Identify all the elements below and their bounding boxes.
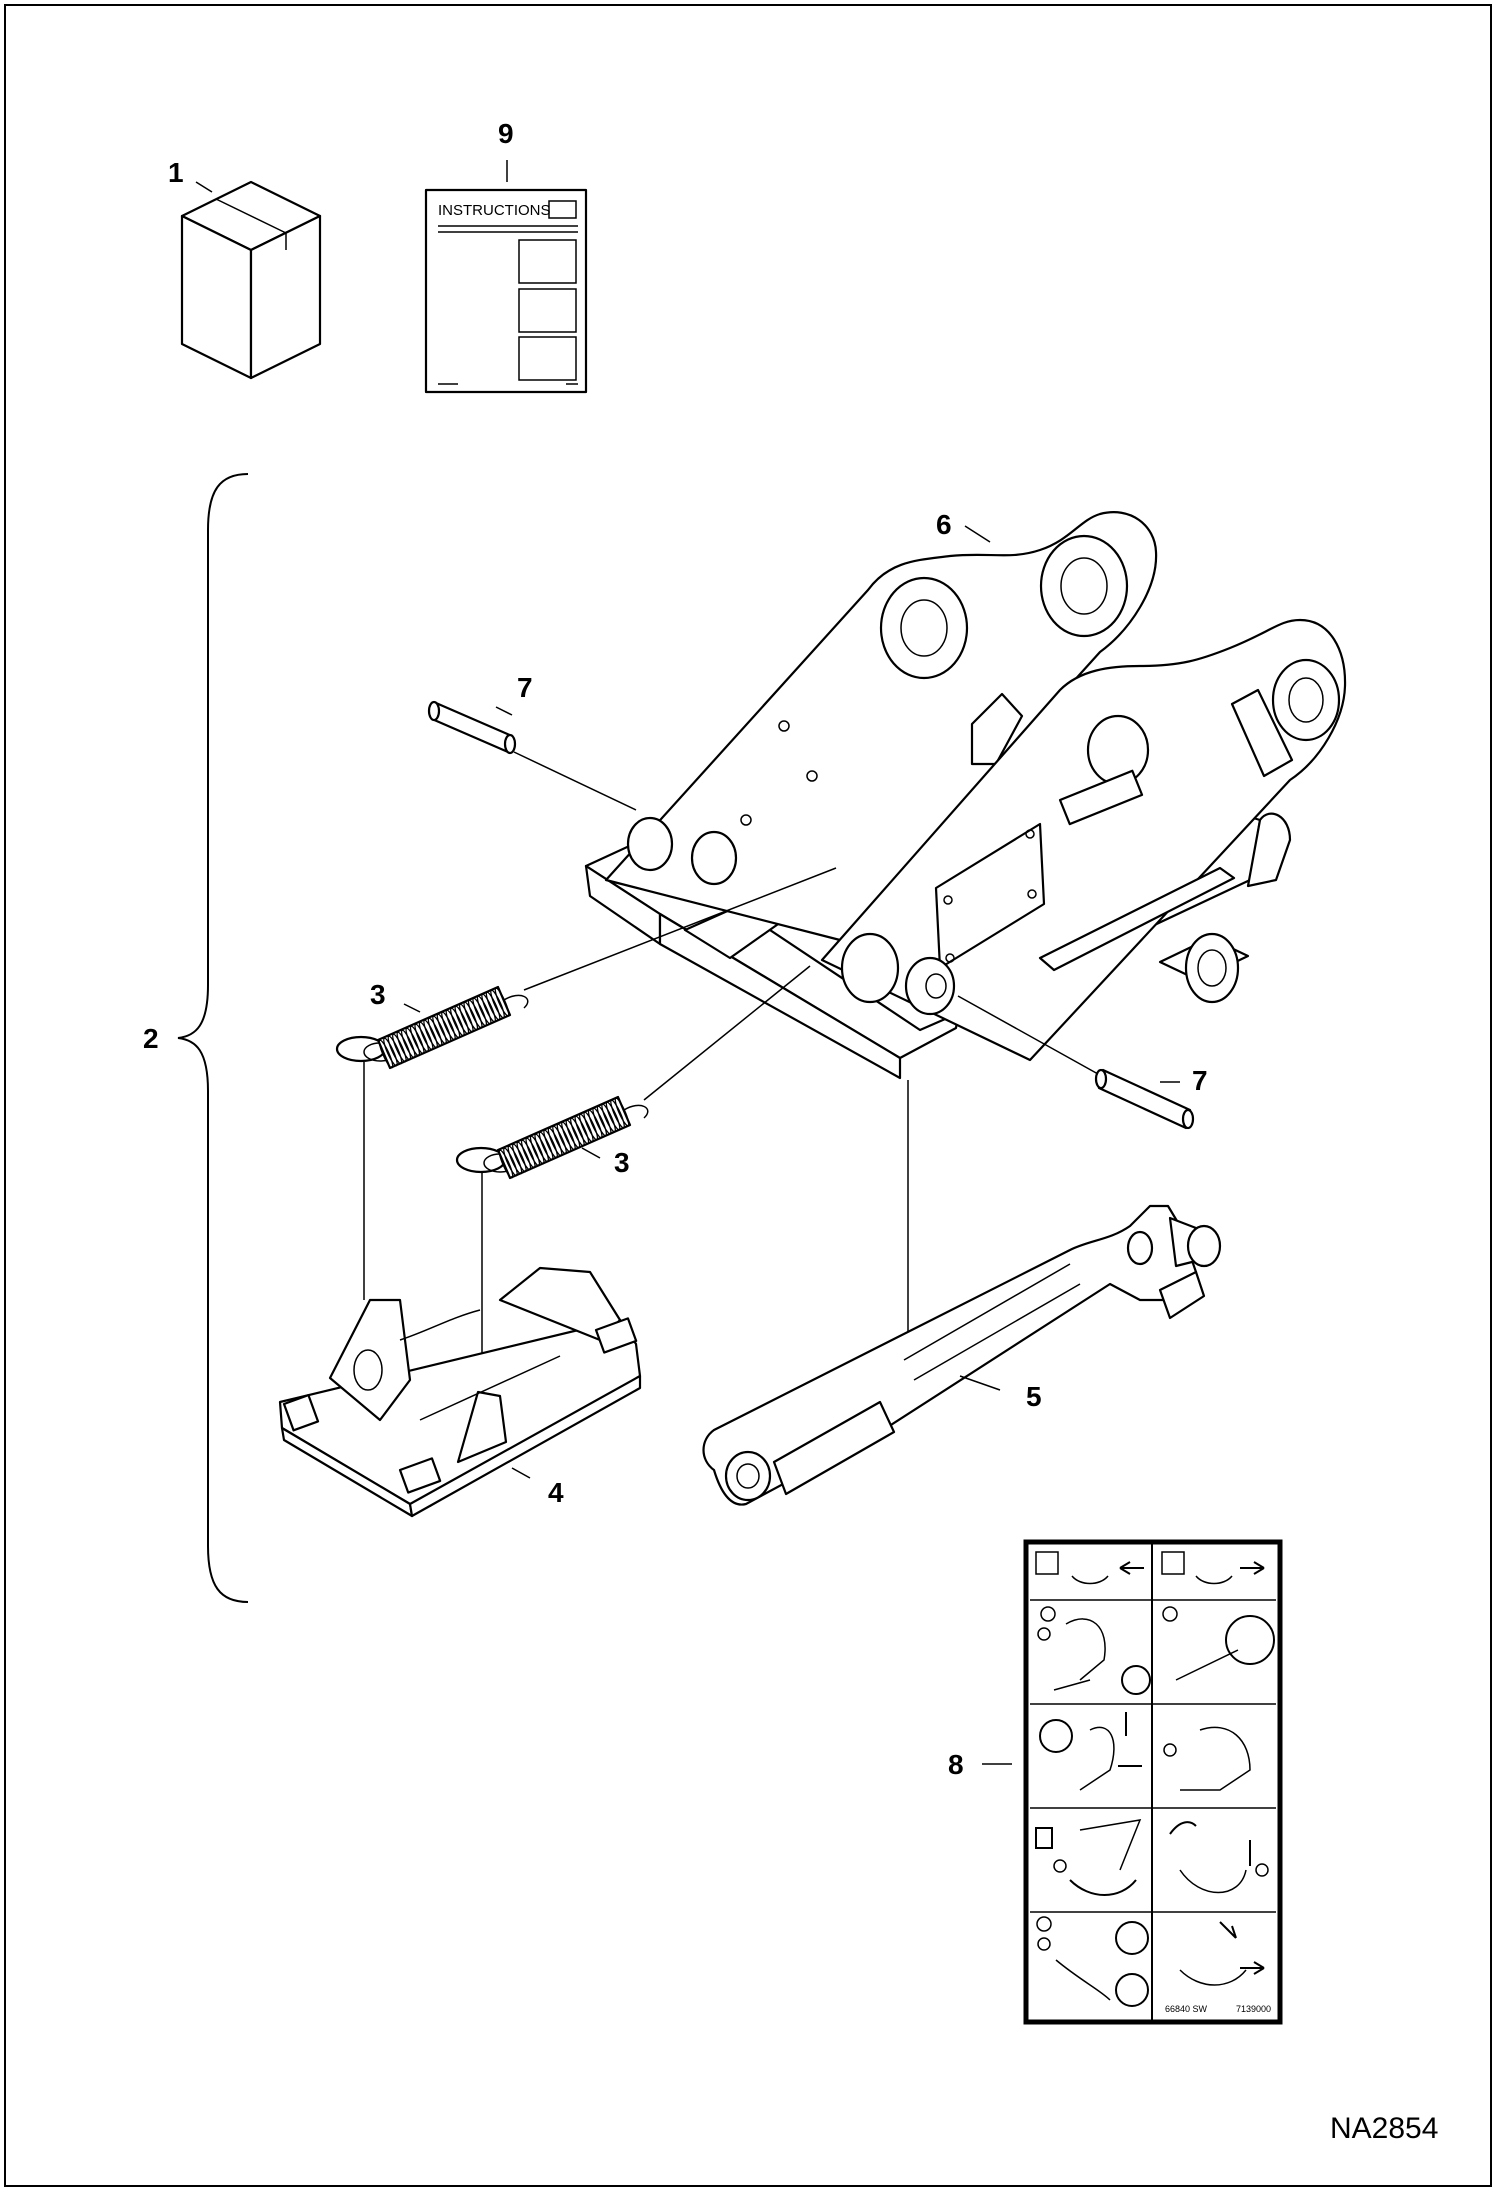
spring-coil — [547, 1127, 563, 1157]
spring-coil — [614, 1097, 630, 1127]
box-part — [180, 180, 322, 380]
spring-coil — [516, 1141, 532, 1171]
pin-lower — [1094, 1068, 1195, 1130]
spring-coil — [587, 1109, 603, 1139]
spring-coil — [494, 987, 510, 1017]
spring-coil — [525, 1137, 541, 1167]
leader-line-1 — [195, 181, 213, 193]
spring-coil — [383, 1037, 398, 1067]
spring-coil — [445, 1009, 461, 1039]
spring-coil — [485, 991, 501, 1021]
callout-8: 8 — [948, 1749, 964, 1780]
callout-4: 4 — [548, 1477, 564, 1508]
spring-lower — [455, 1095, 649, 1180]
callout-3-lower: 3 — [614, 1147, 630, 1178]
spring-coil — [378, 1039, 394, 1069]
leader-line-5 — [959, 1375, 1001, 1391]
leader-line-7a — [495, 706, 513, 716]
spring-coil — [605, 1101, 621, 1131]
spring-coil — [432, 1015, 447, 1045]
decal-right-code: 7139000 — [1236, 2004, 1271, 2014]
assembly-brace — [177, 473, 249, 1603]
spring-coil — [481, 993, 496, 1023]
spring-coil — [583, 1111, 599, 1141]
leader-line-3b — [581, 1147, 601, 1159]
coupler-body — [584, 511, 1347, 1080]
spring-coil — [538, 1131, 554, 1161]
spring-coil — [498, 1149, 514, 1179]
spring-coil — [436, 1013, 452, 1043]
spring-coil — [529, 1135, 545, 1165]
spring-coil — [423, 1019, 438, 1049]
spring-coil — [601, 1103, 616, 1133]
callout-6: 6 — [936, 509, 952, 540]
spring-coil — [596, 1105, 612, 1135]
spring-coil — [552, 1125, 567, 1155]
spring-line-lower — [643, 965, 811, 1101]
spring-coil — [467, 999, 483, 1029]
callout-5: 5 — [1026, 1381, 1042, 1412]
spring-coil — [396, 1031, 412, 1061]
leader-line-6 — [964, 525, 991, 543]
figure-id: NA2854 — [1330, 2112, 1438, 2145]
instructions-title: INSTRUCTIONS — [438, 202, 551, 219]
spring-coil — [507, 1145, 523, 1175]
spring-coil — [414, 1023, 430, 1053]
spring-coil — [427, 1017, 443, 1047]
callout-7-lower: 7 — [1192, 1065, 1208, 1096]
spring-coil — [490, 989, 505, 1019]
spring-coil — [574, 1115, 590, 1145]
spring-coil — [472, 997, 488, 1027]
leader-line-3a — [403, 1003, 421, 1013]
callout-3-upper: 3 — [370, 979, 386, 1010]
spring-coil — [578, 1113, 594, 1143]
leader-line-4 — [511, 1467, 531, 1479]
spring-coil — [450, 1007, 465, 1037]
latch-part — [278, 1266, 642, 1518]
spring-coil — [458, 1003, 474, 1033]
callout-1: 1 — [168, 157, 184, 188]
spring-coil — [405, 1027, 421, 1057]
spring-coil — [387, 1035, 403, 1065]
spring-coil — [543, 1129, 558, 1159]
drawing-frame — [4, 4, 1492, 2187]
pin-axis-upper — [513, 751, 637, 811]
spring-coil — [592, 1107, 608, 1137]
spring-coil — [392, 1033, 407, 1063]
spring-coil — [556, 1123, 572, 1153]
spring-coil — [463, 1001, 479, 1031]
spring-coil — [409, 1025, 425, 1055]
callout-7-upper: 7 — [517, 672, 533, 703]
spring-coil — [503, 1147, 518, 1177]
spring-upper — [335, 985, 529, 1070]
spring-coil — [570, 1117, 585, 1147]
spring-coil — [400, 1029, 416, 1059]
callout-2: 2 — [143, 1023, 159, 1054]
spring-coil — [441, 1011, 456, 1041]
spring-coil — [534, 1133, 550, 1163]
instructions-sheet: INSTRUCTIONS — [424, 188, 588, 394]
pin-axis-lower — [957, 995, 1099, 1075]
spring-line-upper — [523, 867, 837, 991]
pin-upper — [427, 700, 517, 755]
spring-coil — [610, 1099, 625, 1129]
callout-9: 9 — [498, 118, 514, 149]
spring-coil — [418, 1021, 434, 1051]
spring-coil — [512, 1143, 527, 1173]
spring-coil — [565, 1119, 581, 1149]
spring-coil — [454, 1005, 470, 1035]
spring-coil — [520, 1139, 536, 1169]
decal-left-code: 66840 SW — [1165, 2004, 1208, 2014]
wrench-part — [702, 1204, 1222, 1506]
instruction-decal: 66840 SW 7139000 — [1023, 1539, 1283, 2025]
spring-coil — [561, 1121, 576, 1151]
spring-coil — [476, 995, 492, 1025]
